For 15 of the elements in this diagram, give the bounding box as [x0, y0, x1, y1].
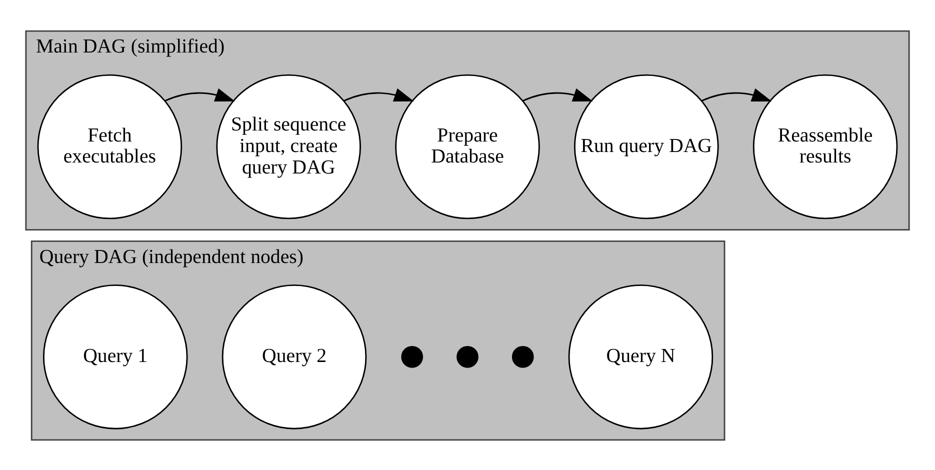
arrow — [344, 88, 414, 102]
node-dot — [456, 345, 478, 368]
node-dot — [401, 345, 424, 368]
node-circle: Fetch executables — [37, 74, 182, 219]
node-dot — [512, 345, 534, 368]
node-circle: Prepare Database — [395, 74, 540, 219]
node-circle: Split sequence input, create query DAG — [216, 74, 361, 219]
node-circle: Query 1 — [42, 284, 188, 429]
arrow — [522, 88, 593, 102]
node-circle: Query 2 — [222, 284, 367, 429]
node-circle: Query N — [568, 284, 714, 429]
node-circle: Reassemble results — [752, 74, 898, 219]
arrow — [164, 88, 236, 102]
arrow — [701, 88, 772, 102]
node-circle: Run query DAG — [574, 74, 719, 219]
